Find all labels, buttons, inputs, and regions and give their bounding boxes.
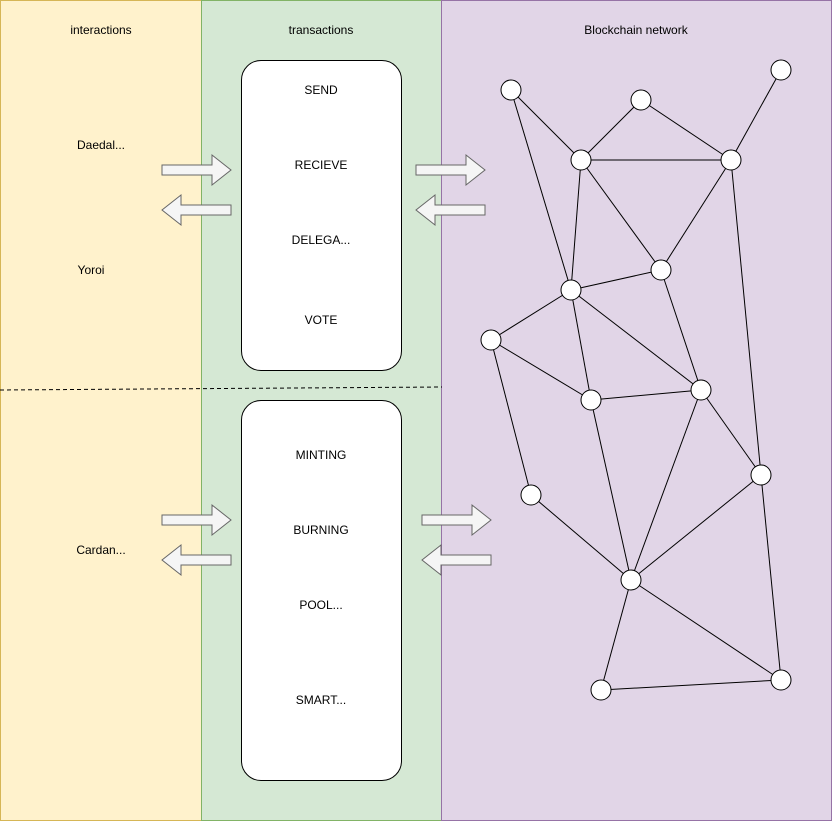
transactions-box-top [241,60,402,371]
arrow-right-icon [161,153,232,187]
arrow-right-icon [161,503,232,537]
arrow-right-icon [421,503,492,537]
transaction-send: SEND [304,83,338,97]
network-node [560,279,582,301]
wallet-daedalus: Daedal... [76,138,126,152]
arrow-left-icon [161,543,232,577]
network-node [630,89,652,111]
transactions-box-bottom [241,400,402,781]
divider-line [0,386,443,391]
network-node [620,569,642,591]
network-node [590,679,612,701]
arrow-left-icon [161,193,232,227]
arrow-right-icon [415,153,486,187]
transaction-smart: SMART... [295,693,347,707]
network-node [750,464,772,486]
transaction-minting: MINTING [295,448,347,462]
transaction-delegate: DELEGA... [291,233,351,247]
network-node [770,59,792,81]
transaction-pool: POOL... [299,598,343,612]
transaction-burning: BURNING [293,523,349,537]
network-node [500,79,522,101]
network-node [580,389,602,411]
network-node [770,669,792,691]
blockchain-lane-title: Blockchain network [584,23,688,37]
network-node [570,149,592,171]
wallet-yoroi: Yoroi [77,263,105,277]
transaction-vote: VOTE [304,313,338,327]
network-node [650,259,672,281]
wallet-cardano: Cardan... [76,543,126,557]
network-node [520,484,542,506]
network-node [690,379,712,401]
interactions-lane [0,0,202,821]
arrow-left-icon [421,543,492,577]
network-edges [490,69,782,691]
arrow-left-icon [415,193,486,227]
transaction-receive: RECIEVE [294,158,348,172]
network-node [480,329,502,351]
interactions-lane-title: interactions [70,23,132,37]
transactions-lane-title: transactions [288,23,354,37]
network-node [720,149,742,171]
